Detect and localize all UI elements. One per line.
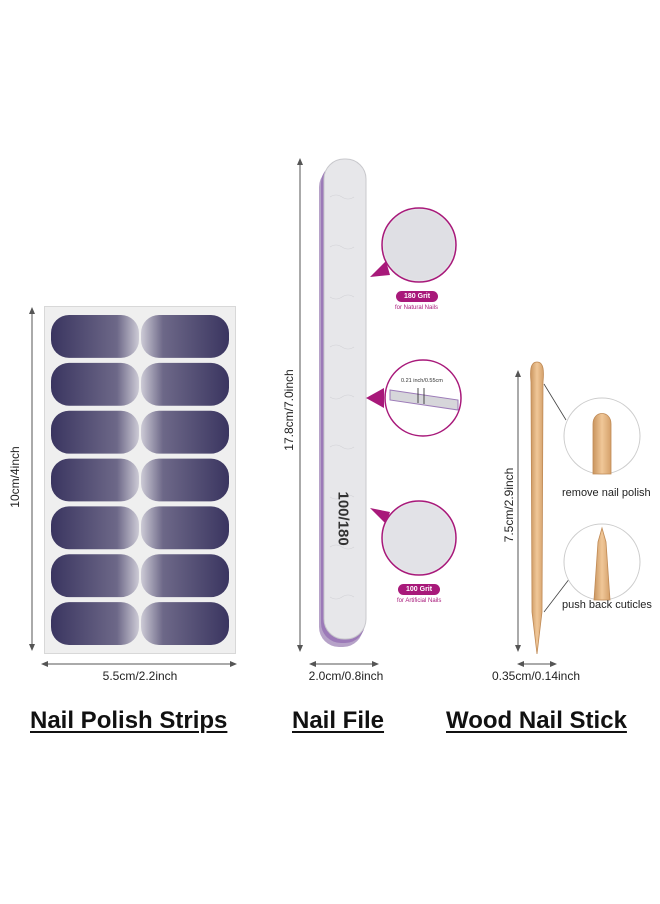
grit-180-note: for Natural Nails <box>395 305 439 311</box>
nail-strip-1-left <box>51 315 139 358</box>
nail-strip-4-right <box>141 458 229 502</box>
stick-callout-push: push back cuticles <box>540 512 658 622</box>
stick-push-caption: push back cuticles <box>562 599 652 611</box>
grit-100-badge: 100 Grit <box>398 584 441 595</box>
strips-width-arrow <box>41 661 237 667</box>
stick-callout-remove: remove nail polish <box>540 382 658 502</box>
strips-width-label: 5.5cm/2.2inch <box>102 669 178 683</box>
strips-title: Nail Polish Strips <box>30 707 228 734</box>
nail-strip-6-left <box>51 554 139 598</box>
nail-strips-graphic <box>51 315 229 645</box>
file-title: Nail File <box>292 707 385 734</box>
file-callout-thickness-graphic <box>366 359 462 437</box>
nail-strip-6-right <box>141 554 229 598</box>
file-width-arrow <box>309 661 379 667</box>
wood-stick <box>530 361 544 655</box>
grit-100-note: for Artificial Nails <box>397 598 442 604</box>
strips-height-label: 10cm/4inch <box>8 446 22 508</box>
strips-height-arrow <box>29 307 35 651</box>
nail-strip-2-right <box>141 362 229 406</box>
stick-width-arrow <box>517 661 557 667</box>
nail-file: 100/180 <box>318 157 372 651</box>
nail-strip-1-right <box>141 315 229 358</box>
stick-length-label: 7.5cm/2.9inch <box>502 467 516 543</box>
nail-strip-3-right <box>141 410 229 454</box>
nail-strip-7-left <box>51 602 139 645</box>
file-length-label: 17.8cm/7.0inch <box>282 369 296 451</box>
thickness-note: 0.21 inch/0.55cm <box>401 378 443 384</box>
file-printed-text: 100/180 <box>334 491 352 546</box>
stick-callout-push-graphic <box>543 523 641 613</box>
stick-title: Wood Nail Stick <box>446 707 627 734</box>
nail-strip-2-left <box>51 362 139 406</box>
file-width-label: 2.0cm/0.8inch <box>308 669 384 683</box>
stick-callout-remove-graphic <box>543 383 641 475</box>
nail-strip-7-right <box>141 602 229 645</box>
nail-strip-3-left <box>51 410 139 454</box>
nail-file-graphic <box>319 158 367 647</box>
nail-strips-sheet <box>44 306 236 654</box>
file-callout-thickness: 0.21 inch/0.55cm <box>366 358 462 444</box>
file-callout-180: 180 Grit for Natural Nails <box>368 205 460 315</box>
file-callout-100-graphic <box>370 500 457 576</box>
stick-length-arrow <box>515 370 521 652</box>
file-callout-180-graphic <box>370 207 457 283</box>
nail-strip-5-left <box>51 506 139 550</box>
grit-180-badge: 180 Grit <box>396 291 439 302</box>
nail-strip-4-left <box>51 458 139 502</box>
file-length-arrow <box>297 158 303 652</box>
stick-width-label: 0.35cm/0.14inch <box>491 669 581 683</box>
nail-strip-5-right <box>141 506 229 550</box>
file-callout-100: 100 Grit for Artificial Nails <box>368 496 460 606</box>
stick-remove-caption: remove nail polish <box>562 487 651 499</box>
